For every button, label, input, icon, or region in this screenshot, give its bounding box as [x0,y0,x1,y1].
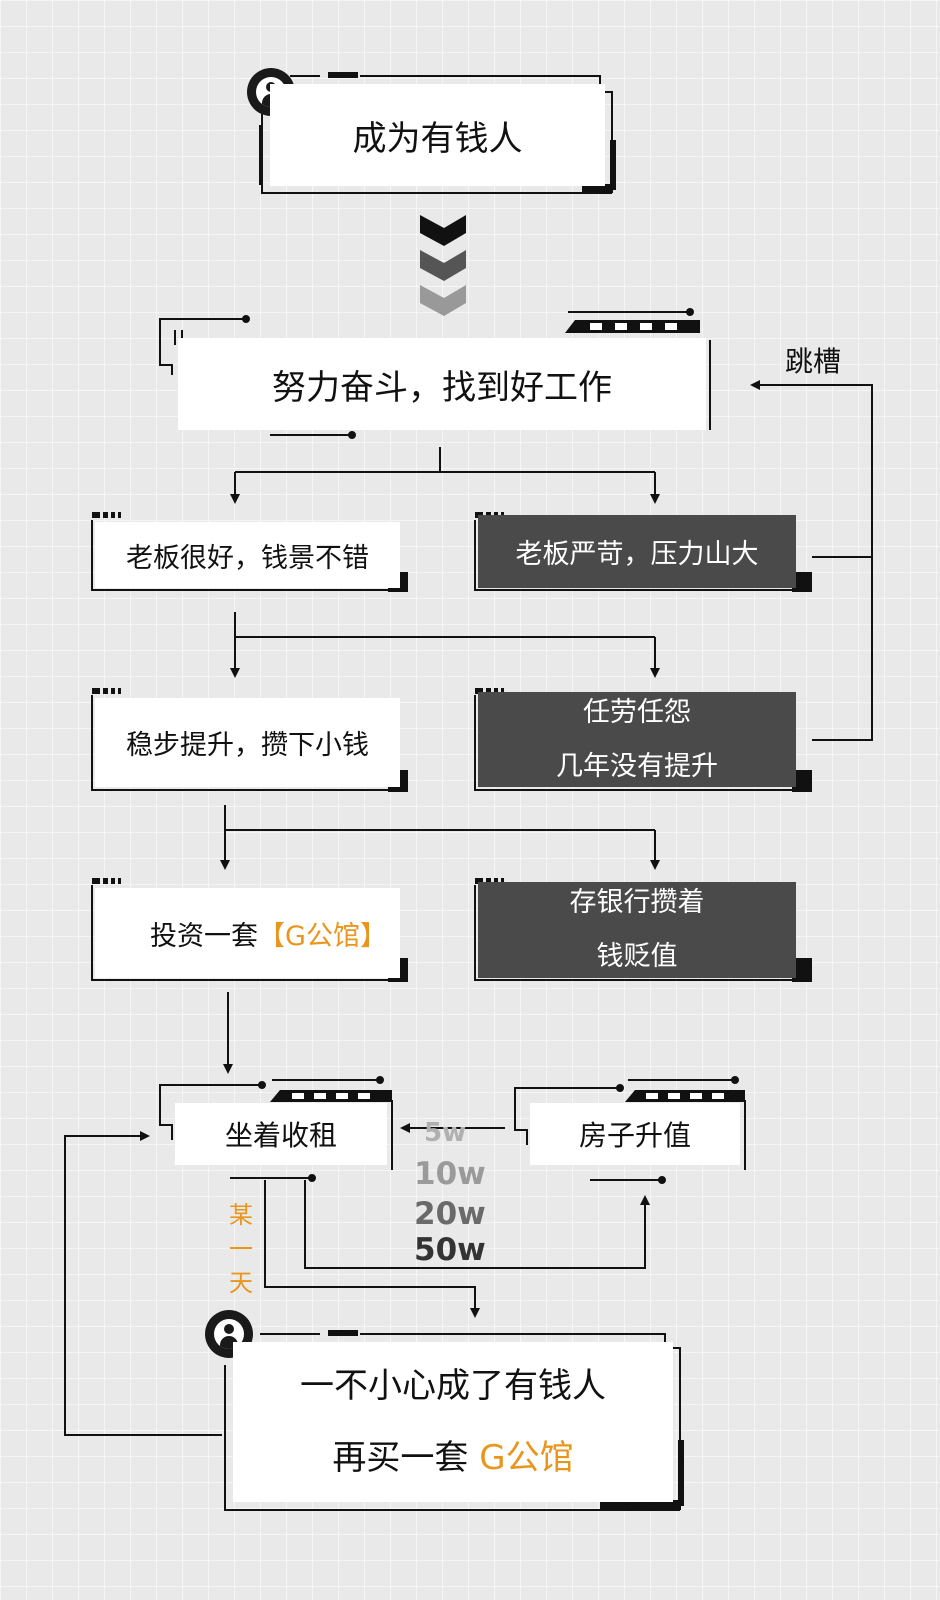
node-stuck-line1: 任劳任怨 [583,696,691,728]
rich-side-bar [678,1440,684,1506]
connector-work-split [230,447,660,504]
node-invest-prefix: 投资一套 [150,920,259,952]
node-rich-prefix: 再买一套 [332,1438,480,1478]
goal-corner-block [582,184,612,192]
node-rent-text: 坐着收租 [224,1119,337,1152]
rich-stripe [328,1330,358,1336]
chevrons-down [420,215,466,316]
node-strict-boss: 老板严苛，压力山大 [478,515,796,588]
node-rich-line1: 一不小心成了有钱人 [300,1366,606,1406]
node-invest-brand: 【G公馆】 [258,920,387,952]
node-work: 努力奋斗，找到好工作 [178,338,706,430]
node-rich: 一不小心成了有钱人 再买一套 G公馆 [233,1342,673,1502]
appreciate-stripe [625,1090,745,1102]
job-hop-loop [750,380,873,741]
one-day-char: 一 [229,1235,253,1263]
row1-frames [91,520,800,591]
node-stuck-line2: 几年没有提升 [556,750,718,782]
work-stripe [565,320,700,333]
node-invest: 投资一套【G公馆】 [95,888,400,978]
node-goal: 成为有钱人 [270,84,605,186]
node-rich-line2: 再买一套 G公馆 [332,1422,573,1494]
rich-corner-block [600,1500,680,1509]
work-box-frame [159,308,711,439]
appreciate-stripe-notches [646,1093,724,1099]
goal-side-bar [610,140,616,190]
node-bank-line1: 存银行攒着 [569,887,705,918]
connector-rent-appreciate [304,1180,650,1269]
value-label-5w: 5w [424,1118,467,1148]
row3-frames [91,885,800,981]
node-invest-line: 投资一套【G公馆】 [108,914,387,953]
node-appreciate: 房子升值 [530,1103,740,1165]
node-appreciate-text: 房子升值 [578,1119,691,1152]
appreciate-box-frame [514,1076,746,1184]
node-good-boss-text: 老板很好，钱景不错 [126,542,369,574]
work-stripe-notches [590,323,677,330]
node-rich-brand: G公馆 [479,1438,574,1478]
node-rent: 坐着收租 [175,1103,387,1165]
user-icon [205,1310,253,1358]
value-label-50w: 50w [414,1232,486,1268]
job-hop-label: 跳槽 [785,345,842,378]
rent-box-frame [159,1076,393,1182]
row2-frames [91,695,800,791]
node-good-boss: 老板很好，钱景不错 [95,522,400,588]
one-day-char: 某 [229,1201,253,1229]
goal-stripe [328,72,358,78]
node-bank-line2: 钱贬值 [596,941,678,972]
rent-stripe [270,1090,392,1102]
one-day-char: 天 [229,1269,253,1297]
node-promotion: 稳步提升，攒下小钱 [95,698,400,787]
node-promotion-text: 稳步提升，攒下小钱 [126,730,369,761]
connector-good-split [230,612,660,678]
connector-oneday-rich [264,1180,480,1318]
node-strict-boss-text: 老板严苛，压力山大 [515,539,759,570]
value-label-20w: 20w [414,1196,486,1232]
node-goal-text: 成为有钱人 [352,118,523,159]
node-work-text: 努力奋斗，找到好工作 [272,367,612,408]
node-bank: 存银行攒着 钱贬值 [478,882,796,978]
connector-promotion-split [220,805,660,870]
connector-rich-rent [64,1131,222,1436]
one-day-label: 某 一 天 [226,1198,256,1300]
value-label-10w: 10w [414,1156,486,1192]
rent-stripe-notches [292,1093,370,1099]
node-stuck: 任劳任怨 几年没有提升 [478,692,796,787]
